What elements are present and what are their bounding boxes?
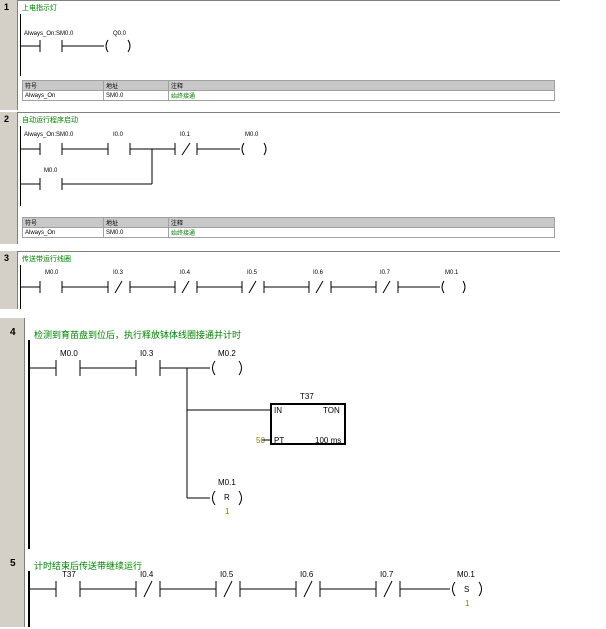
timer-type: TON	[323, 406, 340, 415]
set-coil-letter: S	[464, 585, 470, 594]
col-symbol: 符号	[22, 80, 104, 91]
reset-coil-label: M0.1	[218, 478, 236, 487]
contact-label: I0.4	[180, 270, 191, 276]
cell-symbol: Always_On	[22, 227, 104, 238]
set-coil-count: 1	[465, 599, 470, 608]
timer-pt-pin: PT	[274, 436, 285, 445]
reset-coil-count: 1	[225, 507, 230, 516]
contact-label: I0.5	[220, 570, 234, 579]
coil-label: M0.1	[445, 270, 459, 276]
set-coil-label: M0.1	[457, 570, 475, 579]
contact-label: I0.4	[140, 570, 154, 579]
power-rail	[20, 14, 21, 76]
network-5[interactable]: 5 计时结束后传送带继续运行 T37 I0.4 I0.5 I0.6 I0.7 M…	[0, 549, 560, 627]
table-row[interactable]: Always_On SM0.0 始终接通	[22, 90, 555, 101]
contact-label: I0.3	[140, 349, 154, 358]
network-number: 3	[4, 253, 10, 263]
network-divider	[18, 251, 560, 252]
contact-label: M0.0	[60, 349, 78, 358]
network-gutter	[0, 318, 25, 549]
network-divider	[18, 112, 560, 113]
contact-label: I0.5	[247, 270, 258, 276]
timer-base: 100 ms	[315, 436, 342, 445]
col-address: 地址	[103, 80, 169, 91]
table-row[interactable]: Always_On SM0.0 始终接通	[22, 227, 555, 238]
network-comment[interactable]: 自动运行程序启动	[22, 117, 78, 124]
contact-label: M0.0	[45, 270, 59, 276]
ladder-rung	[30, 580, 482, 598]
timer-in-pin: IN	[274, 406, 282, 415]
ladder-rung	[20, 142, 267, 190]
contact-label: I0.6	[300, 570, 314, 579]
timer-name: T37	[300, 392, 314, 401]
network-gutter	[0, 112, 18, 244]
network-comment[interactable]: 检测到育苗盘到位后，执行释放钵体线圈接通并计时	[34, 330, 242, 340]
network-4[interactable]: 4 检测到育苗盘到位后，执行释放钵体线圈接通并计时 M0.0 I0.3 M0.2…	[0, 318, 560, 549]
contact-label: I0.7	[380, 270, 391, 276]
symbol-table-header: 符号 地址 注释	[22, 80, 555, 91]
col-symbol: 符号	[22, 217, 104, 228]
contact-label: Always_On:SM0.0	[24, 31, 74, 37]
network-gutter	[0, 549, 25, 627]
symbol-table-header: 符号 地址 注释	[22, 217, 555, 228]
coil-label: M0.2	[218, 349, 236, 358]
ladder-rung	[20, 280, 466, 294]
power-rail	[28, 340, 30, 549]
network-divider	[18, 0, 560, 1]
col-address: 地址	[103, 217, 169, 228]
contact-label: Always_On:SM0.0	[24, 132, 74, 138]
contact-label: T37	[62, 570, 76, 579]
network-number: 5	[10, 558, 16, 569]
col-comment: 注释	[168, 80, 555, 91]
network-1[interactable]: 1 上电指示灯 Always_On:SM0.0 Q0.0 符号 地址 注释 Al…	[0, 0, 560, 110]
contact-label: I0.0	[113, 132, 124, 138]
network-number: 4	[10, 327, 16, 338]
symbol-table: 符号 地址 注释 Always_On SM0.0 始终接通	[22, 80, 555, 101]
symbol-table: 符号 地址 注释 Always_On SM0.0 始终接通	[22, 217, 555, 238]
cell-address: SM0.0	[103, 90, 169, 101]
contact-label: I0.1	[180, 132, 191, 138]
cell-comment: 始终接通	[168, 90, 555, 101]
network-gutter	[0, 0, 18, 110]
contact-label: I0.3	[113, 270, 124, 276]
coil-label: M0.0	[245, 132, 259, 138]
reset-coil-letter: R	[224, 493, 230, 502]
contact-label: M0.0	[44, 168, 58, 174]
cell-symbol: Always_On	[22, 90, 104, 101]
col-comment: 注释	[168, 217, 555, 228]
network-3[interactable]: 3 传送带运行线圈 M0.0 I0.3 I0.4 I0.5 I0.6 I0.7 …	[0, 251, 560, 309]
contact-label: I0.6	[313, 270, 324, 276]
ladder-rung	[30, 360, 346, 506]
coil-label: Q0.0	[113, 31, 127, 37]
power-rail	[20, 126, 21, 206]
network-number: 1	[4, 2, 10, 12]
network-comment[interactable]: 计时结束后传送带继续运行	[34, 561, 143, 571]
timer-preset-value: 50	[256, 436, 265, 445]
contact-label: I0.7	[380, 570, 394, 579]
network-comment[interactable]: 传送带运行线圈	[22, 256, 71, 263]
network-2[interactable]: 2 自动运行程序启动 Always_On:SM0.0 I0.0 I0.1 M0.…	[0, 112, 560, 244]
network-number: 2	[4, 114, 10, 124]
network-comment[interactable]: 上电指示灯	[22, 5, 57, 12]
cell-comment: 始终接通	[168, 227, 555, 238]
cell-address: SM0.0	[103, 227, 169, 238]
ladder-rung	[20, 39, 131, 53]
network-gutter	[0, 251, 18, 309]
power-rail	[28, 571, 30, 627]
